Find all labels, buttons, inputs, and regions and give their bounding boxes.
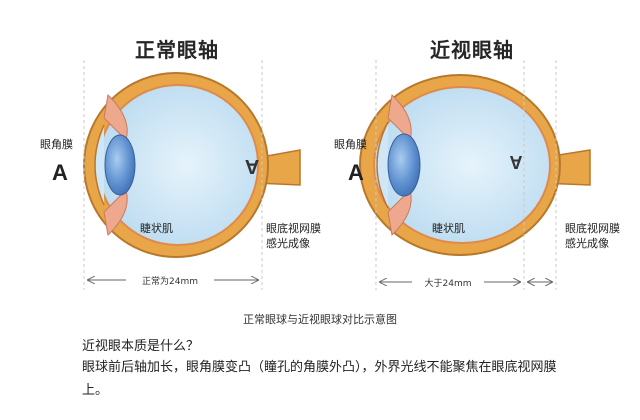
normal-ciliary-label: 睫状肌 — [140, 221, 173, 235]
myopia-object-letter: A — [348, 160, 364, 185]
figure-caption: 正常眼球与近视眼球对比示意图 — [243, 313, 397, 326]
normal-eye: A — [83, 72, 301, 258]
myopia-vitreous — [373, 86, 551, 244]
myopia-axis-label: 大于24mm — [425, 277, 472, 289]
normal-lens — [104, 134, 136, 196]
normal-axis-label: 正常为24mm — [142, 275, 198, 287]
normal-cornea — [94, 124, 105, 206]
myopia-lens — [387, 133, 421, 197]
normal-retina-label-1: 眼底视网膜 — [266, 221, 321, 235]
myopia-image-letter: A — [510, 152, 523, 172]
myopia-axis-label-bg — [412, 274, 484, 290]
normal-object-letter: A — [52, 160, 68, 185]
normal-eye-title: 正常眼轴 — [135, 38, 219, 62]
normal-cornea-label: 眼角膜 — [40, 138, 73, 151]
myopia-ciliary-label: 睫状肌 — [432, 221, 465, 235]
myopia-cornea — [376, 121, 389, 209]
myopia-eye-title: 近视眼轴 — [430, 38, 514, 62]
myopia-retina-label-2: 感光成像 — [565, 236, 609, 250]
normal-image-letter: A — [245, 155, 259, 177]
answer-text: 眼球前后轴加长，眼角膜变凸（瞳孔的角膜外凸），外界光线不能聚焦在眼底视网膜上。 — [82, 360, 557, 398]
myopia-retina-label-1: 眼底视网膜 — [565, 221, 620, 235]
normal-axis-label-bg — [126, 272, 214, 288]
normal-retina-label-2: 感光成像 — [266, 236, 310, 250]
eye-diagrams: A 眼角膜 A 睫状肌 眼底视网膜 感光成像 正常为24mm — [40, 60, 620, 290]
question-text: 近视眼本质是什么？ — [82, 339, 200, 354]
myopia-eye: A — [359, 74, 591, 256]
myopia-cornea-label: 眼角膜 — [334, 138, 367, 151]
